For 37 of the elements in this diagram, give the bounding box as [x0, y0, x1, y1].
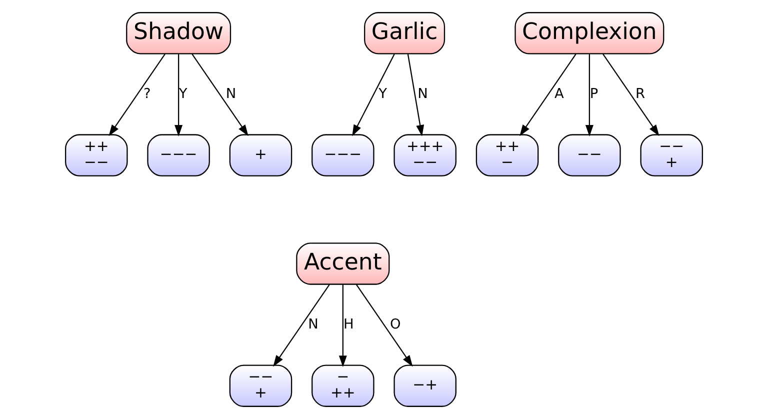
node-box: −− + [640, 134, 703, 176]
arrow [273, 284, 330, 367]
node-box: −− [558, 134, 621, 176]
arrow [108, 54, 166, 136]
node-box: Complexion [514, 12, 664, 54]
node-box: Shadow [126, 12, 232, 54]
edge-label: ? [144, 86, 151, 102]
node-box: + [229, 134, 292, 176]
arrow [356, 284, 413, 367]
edge-label: P [590, 86, 598, 102]
arrow [407, 54, 424, 136]
node-box: +++ −− [394, 134, 456, 176]
edge-label: N [308, 316, 318, 332]
edge-label: A [554, 86, 564, 102]
node-box: ++ − [476, 134, 539, 176]
node-box: ++ −− [65, 134, 128, 176]
arrow [585, 54, 594, 136]
arrow [192, 54, 248, 136]
edge-label: Y [378, 86, 388, 102]
edge-label: N [418, 86, 428, 102]
node-box: −−− [312, 134, 374, 176]
node-box: −+ [394, 364, 456, 407]
edge-label: N [226, 86, 236, 102]
edge-label: O [390, 316, 401, 332]
edge-label: H [343, 316, 354, 332]
node-box: −− + [229, 364, 292, 407]
arrow [174, 54, 183, 136]
node-box: − ++ [312, 364, 374, 407]
arrow [520, 54, 576, 136]
edge-label: R [635, 86, 645, 102]
edge-label: Y [178, 86, 188, 102]
node-box: Accent [296, 242, 390, 285]
node-box: −−− [147, 134, 210, 176]
arrow [352, 54, 395, 136]
arrow [602, 54, 660, 136]
node-box: Garlic [364, 12, 446, 54]
arrow [338, 284, 347, 367]
